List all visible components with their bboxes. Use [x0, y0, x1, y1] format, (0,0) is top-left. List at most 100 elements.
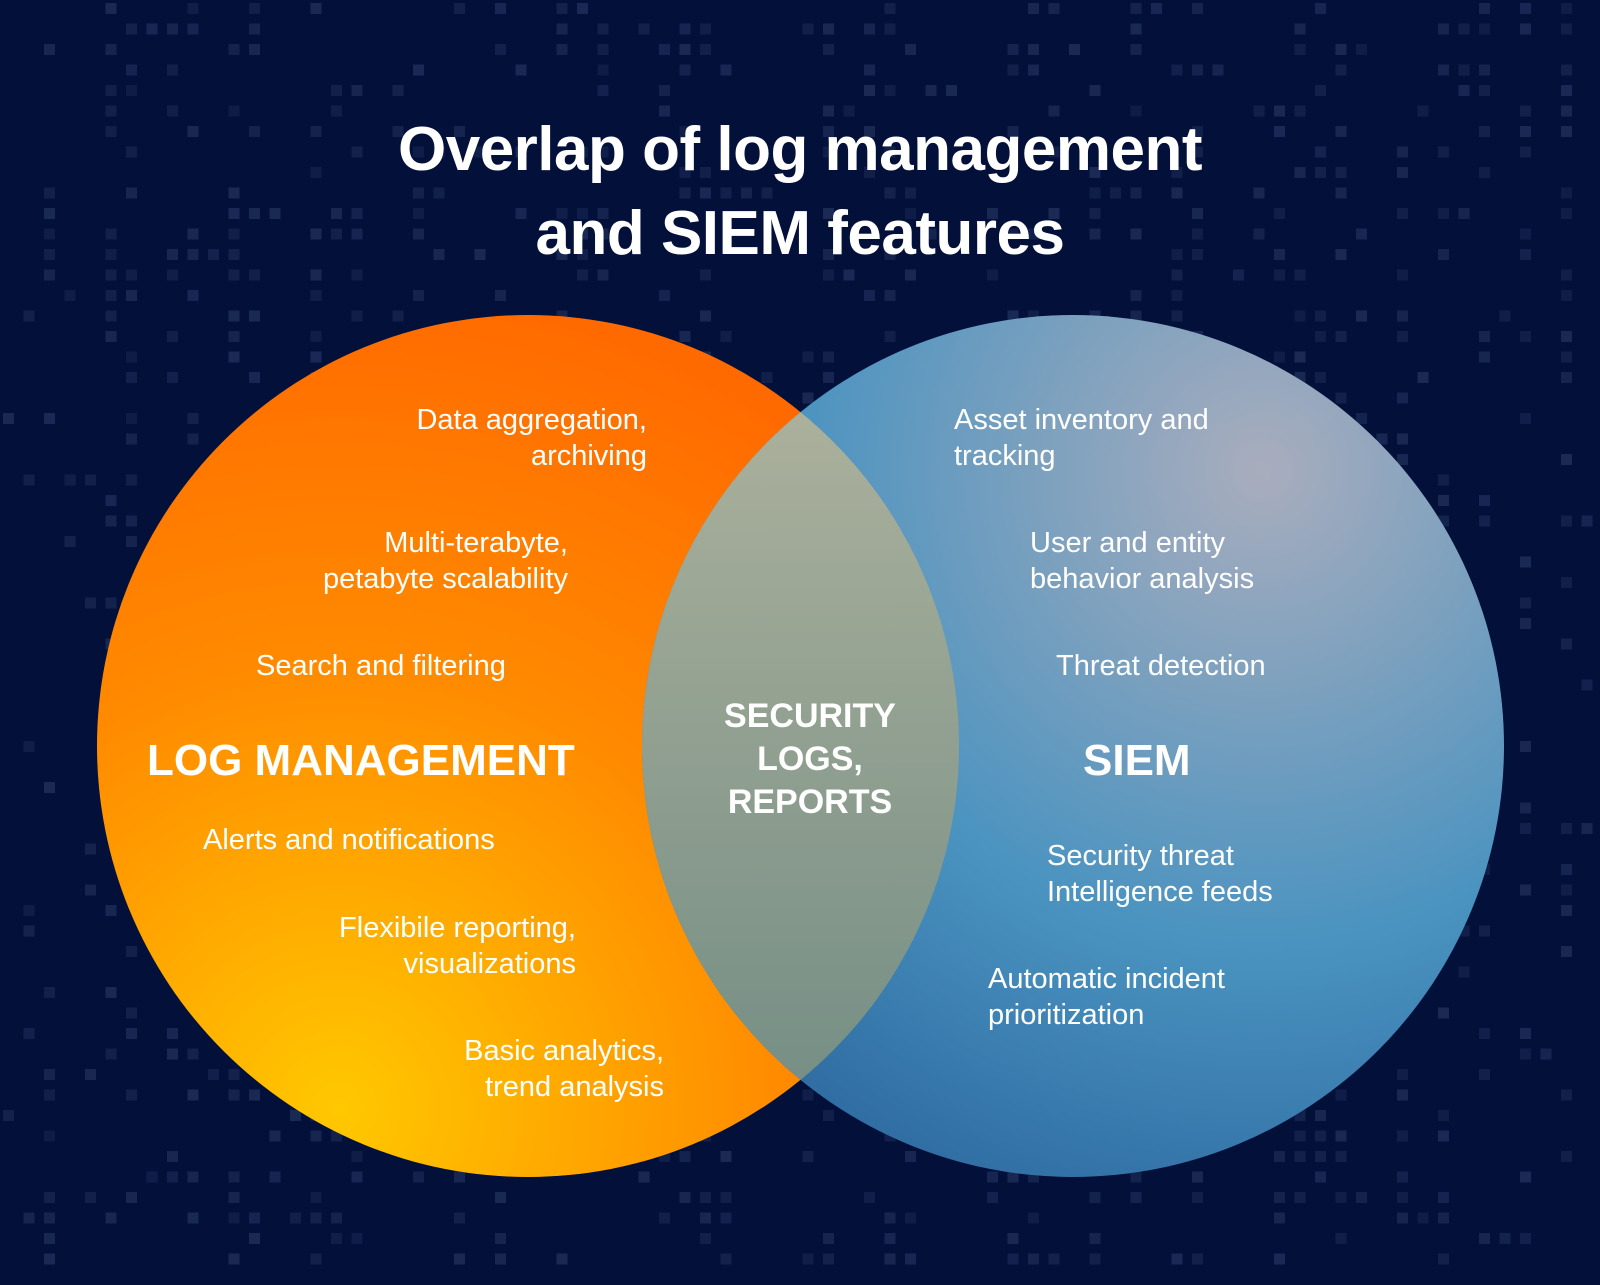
lm-feature-analytics: Basic analytics, trend analysis: [464, 1035, 664, 1103]
background-pixel: [1192, 1171, 1203, 1183]
background-pixel: [1397, 310, 1408, 322]
background-pixel: [1089, 1233, 1101, 1244]
background-pixel: [1007, 126, 1019, 137]
background-pixel: [249, 372, 260, 383]
siem-feature-asset-inventory: Asset inventory and tracking: [954, 404, 1209, 472]
background-pixel: [44, 44, 55, 55]
background-pixel: [1561, 64, 1572, 76]
background-pixel: [1458, 208, 1470, 219]
background-pixel: [331, 208, 342, 219]
background-pixel: [167, 1171, 178, 1183]
background-pixel: [249, 269, 260, 281]
background-pixel: [167, 105, 178, 117]
background-pixel: [1212, 64, 1224, 76]
background-pixel: [1479, 126, 1490, 137]
background-pixel: [823, 208, 834, 219]
background-pixel: [126, 1028, 137, 1039]
background-pixel: [64, 536, 76, 547]
background-pixel: [85, 474, 96, 486]
background-pixel: [249, 23, 260, 35]
background-pixel: [720, 331, 732, 342]
background-pixel: [1561, 331, 1572, 342]
background-pixel: [1274, 351, 1285, 363]
background-pixel: [1028, 1171, 1039, 1183]
background-pixel: [413, 290, 424, 301]
background-pixel: [228, 208, 240, 219]
background-pixel: [1520, 802, 1531, 814]
background-pixel: [126, 187, 137, 199]
background-pixel: [1581, 823, 1593, 834]
background-pixel: [105, 105, 117, 117]
background-pixel: [905, 1151, 916, 1162]
background-pixel: [1069, 44, 1080, 55]
background-pixel: [556, 208, 568, 219]
background-pixel: [1274, 105, 1285, 117]
background-pixel: [823, 126, 834, 137]
background-pixel: [187, 1212, 199, 1224]
background-pixel: [1315, 1110, 1326, 1121]
background-pixel: [1007, 44, 1019, 55]
background-pixel: [187, 290, 199, 301]
background-pixel: [1110, 187, 1121, 199]
background-pixel: [1561, 515, 1572, 527]
background-pixel: [802, 23, 814, 35]
background-pixel: [413, 146, 424, 158]
background-pixel: [105, 597, 117, 609]
background-pixel: [515, 146, 527, 158]
background-pixel: [823, 44, 834, 55]
background-pixel: [1561, 823, 1572, 834]
background-pixel: [679, 1151, 691, 1162]
background-pixel: [1315, 85, 1326, 96]
background-pixel: [228, 44, 240, 55]
background-pixel: [700, 269, 711, 281]
background-pixel: [474, 249, 486, 260]
background-pixel: [126, 515, 137, 527]
background-pixel: [1397, 433, 1408, 445]
background-pixel: [23, 1028, 35, 1039]
background-pixel: [1335, 1151, 1347, 1162]
background-pixel: [823, 23, 834, 35]
background-pixel: [1499, 1233, 1511, 1244]
background-pixel: [23, 1212, 35, 1224]
background-pixel: [1397, 146, 1408, 158]
background-pixel: [679, 44, 691, 55]
background-pixel: [884, 85, 896, 96]
background-pixel: [679, 187, 691, 199]
background-pixel: [1438, 249, 1449, 260]
background-pixel: [1540, 1048, 1552, 1060]
background-pixel: [167, 1048, 178, 1060]
background-pixel: [638, 23, 650, 35]
background-pixel: [1561, 946, 1572, 957]
background-pixel: [331, 105, 342, 117]
background-pixel: [720, 1192, 732, 1203]
background-pixel: [1171, 187, 1183, 199]
background-pixel: [700, 167, 711, 178]
title-line-2: and SIEM features: [535, 199, 1065, 268]
background-pixel: [823, 1110, 834, 1121]
background-pixel: [351, 1151, 363, 1162]
background-pixel: [167, 372, 178, 383]
background-pixel: [1520, 1233, 1531, 1244]
background-pixel: [1438, 1192, 1449, 1203]
background-pixel: [864, 23, 875, 35]
background-pixel: [1561, 1089, 1572, 1101]
background-pixel: [884, 3, 896, 14]
background-pixel: [249, 208, 260, 219]
background-pixel: [577, 146, 588, 158]
background-pixel: [249, 44, 260, 55]
background-pixel: [659, 85, 670, 96]
background-pixel: [659, 1151, 670, 1162]
background-pixel: [987, 208, 998, 219]
background-pixel: [413, 64, 424, 76]
background-pixel: [1479, 85, 1490, 96]
background-pixel: [1397, 1069, 1408, 1080]
background-pixel: [85, 597, 96, 609]
background-pixel: [126, 290, 137, 301]
background-pixel: [249, 310, 260, 322]
background-pixel: [1561, 577, 1572, 588]
background-pixel: [495, 3, 506, 14]
background-pixel: [1171, 310, 1183, 322]
background-pixel: [126, 413, 137, 424]
background-pixel: [1294, 167, 1306, 178]
background-pixel: [44, 208, 55, 219]
